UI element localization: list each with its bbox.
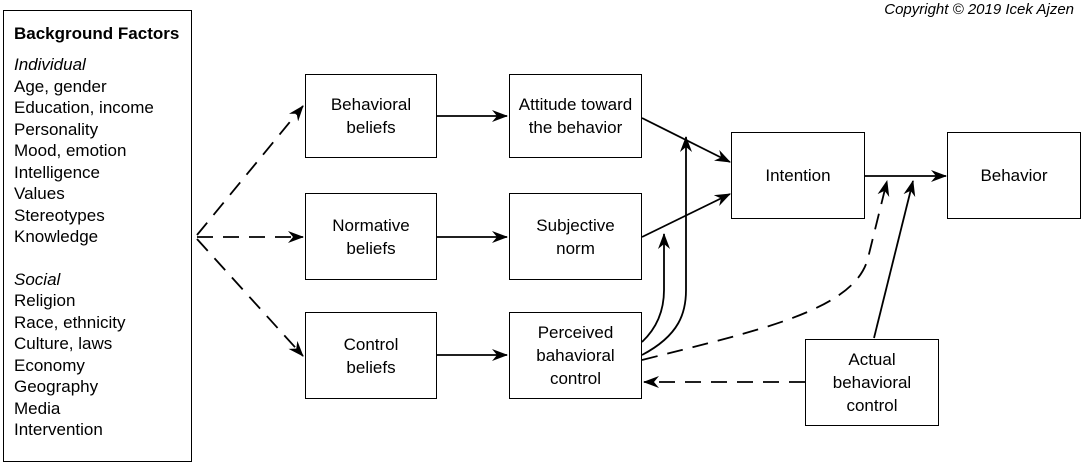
social-item: Culture, laws [14,334,113,353]
individual-item: Intelligence [14,162,101,182]
individual-item: Values [14,184,65,203]
individual-item: Personality [14,119,99,139]
individual-item: Age, gender [14,76,107,96]
background-factors-box: Background Factors Individual Age, gende… [3,10,192,462]
arrow-actual-control-to-behavior-path [873,180,916,339]
control-beliefs-label: Control beliefs [343,334,399,377]
intention-node: Intention [731,132,865,219]
normative-beliefs-node: Normative beliefs [305,193,437,280]
control-beliefs-node: Control beliefs [305,312,437,399]
social-item: Religion [14,291,76,310]
individual-item: Education, income [14,98,154,117]
social-item: Geography [14,377,99,396]
individual-item: Knowledge [14,227,99,246]
arrow-background-to-behavioral-beliefs [196,105,304,236]
social-heading: Social [14,269,61,289]
actual-control-label: Actual behavioral control [832,350,912,415]
social-item: Media [14,398,61,418]
attitude-node: Attitude toward the behavior [509,74,642,158]
arrow-pbc-to-norm-path [641,233,670,343]
subjective-norm-label: Subjective norm [536,215,615,258]
background-factors-title: Background Factors [14,24,180,43]
arrow-background-to-control-beliefs [196,238,304,357]
social-item: Race, ethnicity [14,312,126,332]
perceived-control-label: Perceived bahavioral control [536,323,615,388]
normative-beliefs-label: Normative beliefs [332,215,410,258]
social-item: Economy [14,355,85,375]
behavioral-beliefs-node: Behavioral beliefs [305,74,437,158]
individual-heading: Individual [14,55,86,74]
individual-item: Mood, emotion [14,141,127,160]
intention-label: Intention [765,166,831,185]
perceived-control-node: Perceived bahavioral control [509,312,642,399]
actual-control-node: Actual behavioral control [805,339,939,426]
behavior-node: Behavior [947,132,1081,219]
arrow-pbc-to-attitude-path [641,136,692,356]
individual-item: Stereotypes [14,205,105,225]
behavioral-beliefs-label: Behavioral beliefs [330,95,412,137]
attitude-label: Attitude toward the behavior [518,95,633,137]
copyright-notice: Copyright © 2019 Icek Ajzen [884,1,1074,18]
arrow-pbc-dashed-to-behavior-path [641,180,890,361]
social-item: Intervention [14,420,103,439]
behavior-label: Behavior [980,166,1048,185]
subjective-norm-node: Subjective norm [509,193,642,280]
